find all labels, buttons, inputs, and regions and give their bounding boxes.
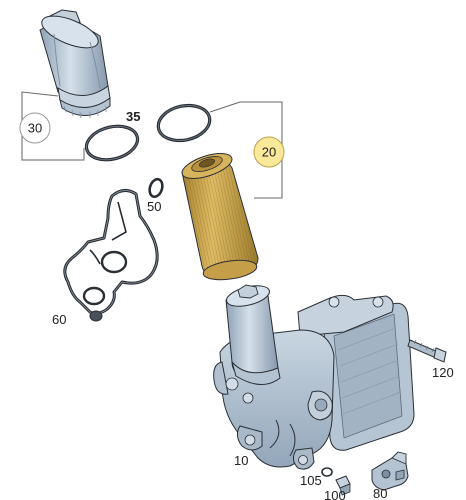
callout-100-label[interactable]: 100 — [324, 488, 346, 500]
callout-60-label[interactable]: 60 — [52, 312, 66, 327]
callout-20[interactable]: 20 — [253, 136, 285, 168]
callout-10-label[interactable]: 10 — [234, 453, 248, 468]
oil-filter-element-part-20[interactable] — [179, 148, 259, 282]
seal-part-50[interactable] — [148, 177, 165, 199]
callout-120-label[interactable]: 120 — [432, 365, 454, 380]
o-ring-part-35[interactable] — [83, 121, 141, 165]
gasket-part-60[interactable] — [63, 189, 159, 322]
washer-part-105[interactable] — [321, 467, 333, 477]
callout-30[interactable]: 30 — [19, 112, 51, 144]
large-o-ring — [156, 103, 212, 143]
callout-105-label[interactable]: 105 — [300, 473, 322, 488]
bracket-30 — [21, 91, 85, 161]
oil-filter-cap-part-30[interactable] — [38, 9, 111, 119]
callout-20-label: 20 — [262, 145, 276, 160]
callout-50-label[interactable]: 50 — [147, 199, 161, 214]
callout-30-label: 30 — [28, 121, 42, 136]
plug-screw-part-100[interactable] — [335, 475, 351, 496]
bolt-part-120[interactable] — [407, 339, 447, 363]
callout-80-label[interactable]: 80 — [373, 486, 387, 500]
oil-filter-housing-part-10[interactable] — [213, 282, 415, 470]
bracket-20 — [209, 101, 283, 199]
sensor-part-80[interactable] — [371, 451, 409, 491]
callout-35-label[interactable]: 35 — [126, 109, 140, 124]
